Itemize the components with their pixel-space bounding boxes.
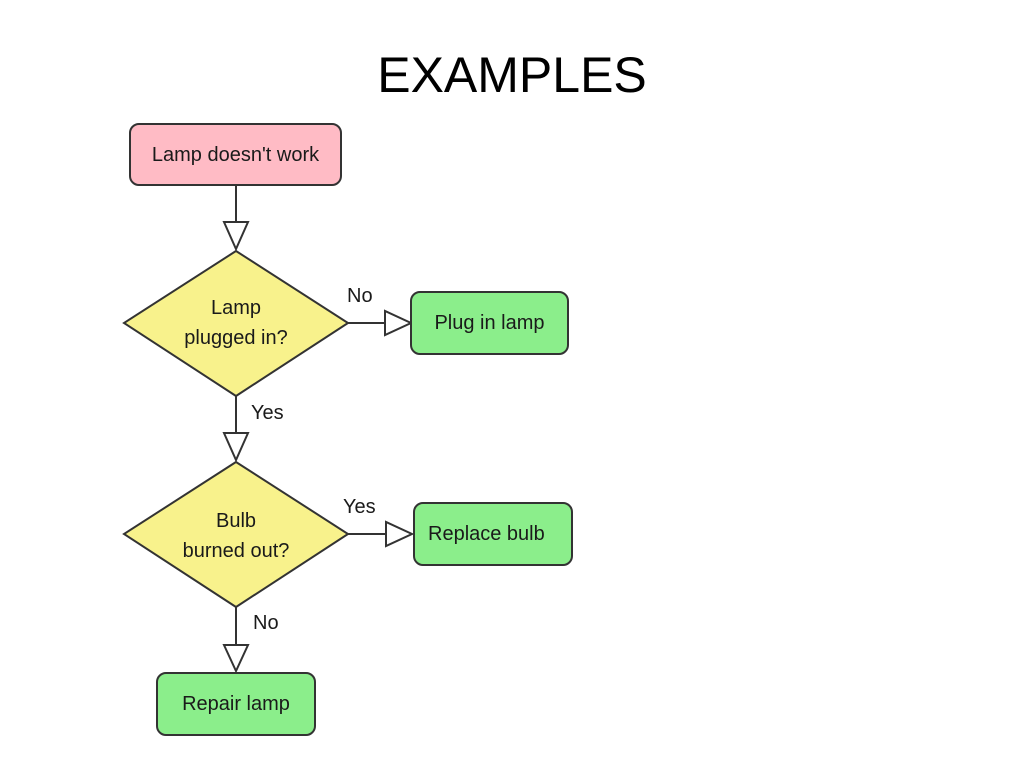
node-repair-lamp-label: Repair lamp xyxy=(182,693,290,715)
node-plug-in-lamp-label: Plug in lamp xyxy=(434,312,544,334)
decision-bulb-burned-out-line2: burned out? xyxy=(183,540,290,562)
edge-label-plugged-yes: Yes xyxy=(251,402,284,424)
arrowhead-icon xyxy=(222,221,250,252)
slide-title: EXAMPLES xyxy=(377,47,647,103)
arrowhead-icon xyxy=(384,309,414,337)
decision-bulb-burned-out: Bulb burned out? xyxy=(122,460,350,609)
connectors xyxy=(222,185,415,674)
node-lamp-doesnt-work-label: Lamp doesn't work xyxy=(152,144,320,166)
node-repair-lamp: Repair lamp xyxy=(156,672,316,736)
arrowhead-icon xyxy=(385,520,415,548)
decision-lamp-plugged-in: Lamp plugged in? xyxy=(122,249,350,398)
arrowhead-icon xyxy=(222,432,250,463)
edge-label-plugged-no: No xyxy=(347,285,373,307)
edge-label-bulb-no: No xyxy=(253,612,279,634)
decision-bulb-burned-out-line1: Bulb xyxy=(216,510,256,532)
edge-label-bulb-yes: Yes xyxy=(343,496,376,518)
node-replace-bulb-label: Replace bulb xyxy=(428,523,545,545)
decision-lamp-plugged-in-line2: plugged in? xyxy=(184,327,287,349)
node-replace-bulb: Replace bulb xyxy=(413,502,573,566)
node-lamp-doesnt-work: Lamp doesn't work xyxy=(129,123,342,186)
decision-lamp-plugged-in-line1: Lamp xyxy=(211,297,261,319)
arrowhead-icon xyxy=(222,644,250,674)
node-plug-in-lamp: Plug in lamp xyxy=(410,291,569,355)
